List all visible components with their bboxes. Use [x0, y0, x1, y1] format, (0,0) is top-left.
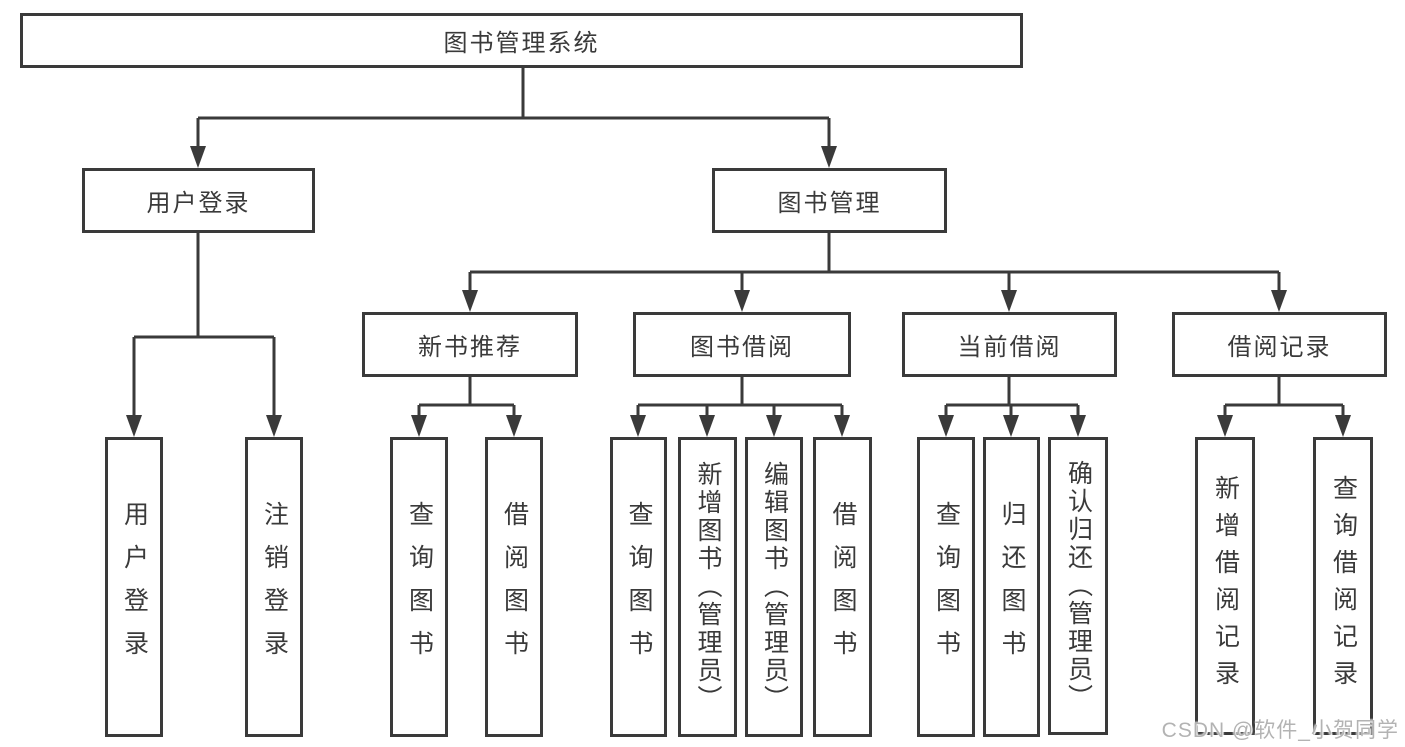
- node-label: 编辑图书（管理员）: [760, 461, 789, 713]
- node-label: 新增借阅记录: [1211, 475, 1240, 697]
- arrowhead-icon: [821, 146, 837, 168]
- node-label: 新增图书（管理员）: [694, 461, 722, 713]
- arrowhead-icon: [126, 415, 142, 437]
- node-leaf-add-books-admin: 新增图书（管理员）: [678, 437, 737, 737]
- connector-borrow-children: [636, 377, 844, 419]
- connector-newbook-children: [417, 377, 516, 419]
- arrowhead-icon: [506, 415, 522, 437]
- node-label: 借阅记录: [1227, 334, 1332, 361]
- arrowhead-icon: [462, 290, 478, 312]
- connector-records-children: [1223, 377, 1345, 419]
- arrowhead-icon: [1271, 290, 1287, 312]
- node-new-book-recommend: 新书推荐: [362, 312, 578, 377]
- csdn-watermark: CSDN @软件_小贺同学: [1161, 719, 1399, 742]
- node-label: 新书推荐: [418, 334, 522, 361]
- arrowhead-icon: [938, 415, 954, 437]
- arrowhead-icon: [834, 415, 850, 437]
- node-book-borrowing: 图书借阅: [633, 312, 851, 377]
- node-label: 查询图书: [932, 501, 961, 673]
- arrowhead-icon: [266, 415, 282, 437]
- node-label: 查询借阅记录: [1329, 475, 1358, 697]
- node-current-borrowing: 当前借阅: [902, 312, 1117, 377]
- node-label: 归还图书: [998, 501, 1026, 673]
- node-label: 查询图书: [625, 501, 653, 673]
- node-leaf-borrow-books: 借阅图书: [485, 437, 543, 737]
- node-user-login: 用户登录: [82, 168, 315, 233]
- node-label: 借阅图书: [500, 501, 529, 673]
- arrowhead-icon: [1003, 415, 1019, 437]
- node-leaf-borrow-books: 借阅图书: [813, 437, 872, 737]
- node-label: 图书借阅: [690, 334, 794, 361]
- node-label: 图书管理: [777, 190, 882, 217]
- node-label: 查询图书: [405, 501, 434, 673]
- arrowhead-icon: [190, 146, 206, 168]
- arrowhead-icon: [1217, 415, 1233, 437]
- arrowhead-icon: [1335, 415, 1351, 437]
- node-label: 用户登录: [120, 501, 149, 673]
- node-leaf-confirm-return-admin: 确认归还（管理员）: [1048, 437, 1108, 735]
- node-label: 图书管理系统: [443, 30, 600, 57]
- node-leaf-edit-books-admin: 编辑图书（管理员）: [745, 437, 803, 737]
- node-label: 用户登录: [146, 190, 251, 217]
- node-leaf-return-books: 归还图书: [983, 437, 1040, 737]
- node-leaf-query-books: 查询图书: [917, 437, 975, 737]
- connector-current-children: [944, 377, 1080, 419]
- node-book-management: 图书管理: [712, 168, 947, 233]
- arrowhead-icon: [699, 415, 715, 437]
- connector-root-to-level2: [196, 68, 831, 150]
- arrowhead-icon: [766, 415, 782, 437]
- arrowhead-icon: [1070, 415, 1086, 437]
- node-borrowing-records: 借阅记录: [1172, 312, 1387, 377]
- node-label: 注销登录: [260, 501, 289, 673]
- node-label: 借阅图书: [829, 501, 857, 673]
- node-leaf-logout: 注销登录: [245, 437, 303, 737]
- node-leaf-query-books: 查询图书: [390, 437, 448, 737]
- arrowhead-icon: [411, 415, 427, 437]
- connector-login-children: [132, 233, 276, 419]
- node-leaf-user-login: 用户登录: [105, 437, 163, 737]
- arrowhead-icon: [630, 415, 646, 437]
- node-leaf-add-borrow-record: 新增借阅记录: [1195, 437, 1255, 735]
- node-label: 当前借阅: [957, 334, 1062, 361]
- arrowhead-icon: [1001, 290, 1017, 312]
- node-library-management-system: 图书管理系统: [20, 13, 1023, 68]
- node-leaf-query-borrow-record: 查询借阅记录: [1313, 437, 1373, 735]
- node-leaf-query-books: 查询图书: [610, 437, 667, 737]
- node-label: 确认归还（管理员）: [1064, 460, 1093, 712]
- connector-mgmt-to-level3: [468, 233, 1281, 294]
- arrowhead-icon: [734, 290, 750, 312]
